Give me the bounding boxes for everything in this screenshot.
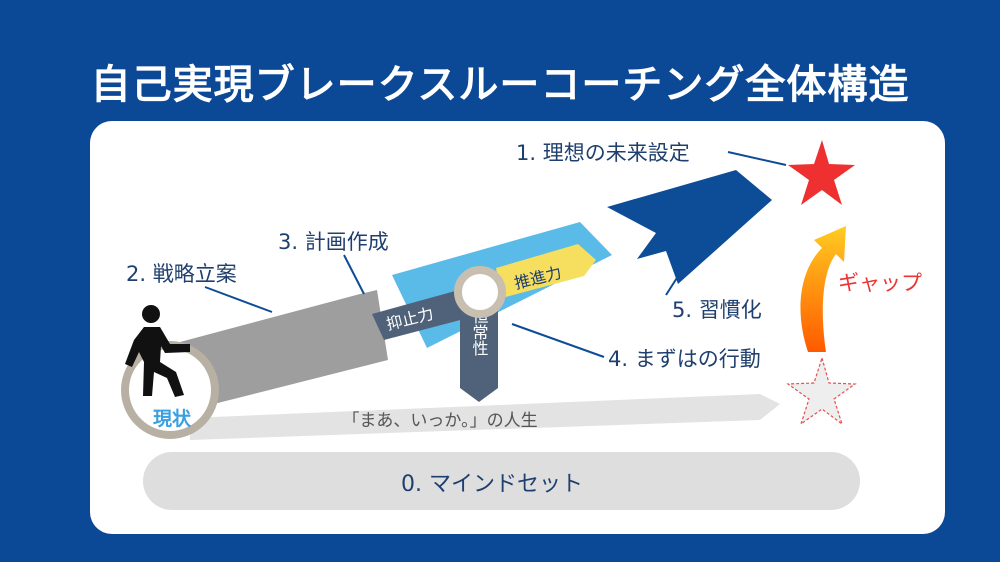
leader-lines <box>204 151 787 358</box>
first-action-label: 4. まずはの行動 <box>608 347 761 371</box>
status-quo-arrow <box>190 394 780 440</box>
habit-arrow <box>607 170 772 284</box>
mindset-bar <box>143 452 860 510</box>
ideal-future-label: 1. 理想の未来設定 <box>516 141 690 165</box>
current-label: 現状 <box>153 407 192 430</box>
pivot-circle <box>454 266 506 318</box>
curved-up-arrow-icon <box>800 226 846 352</box>
homeostasis-label: 恒常性 <box>470 308 489 356</box>
habit-label: 5. 習慣化 <box>672 298 762 322</box>
strategy-arrow <box>180 290 388 410</box>
gap-label: ギャップ <box>838 271 922 295</box>
suppression-tag <box>372 288 468 340</box>
walking-person-icon <box>125 305 190 397</box>
plan-label: 3. 計画作成 <box>278 230 389 254</box>
status-quo-life-label: 「まあ、いっか。」の人生 <box>342 411 537 431</box>
strategy-label: 2. 戦略立案 <box>126 262 237 286</box>
homeostasis-tag <box>460 310 498 402</box>
filled-star-icon <box>788 140 855 205</box>
page-title: 自己実現ブレークスルーコーチング全体構造 <box>90 62 910 108</box>
propulsion-tag <box>496 244 596 298</box>
mindset-label: 0. マインドセット <box>401 472 583 497</box>
outline-star-icon <box>786 355 857 426</box>
